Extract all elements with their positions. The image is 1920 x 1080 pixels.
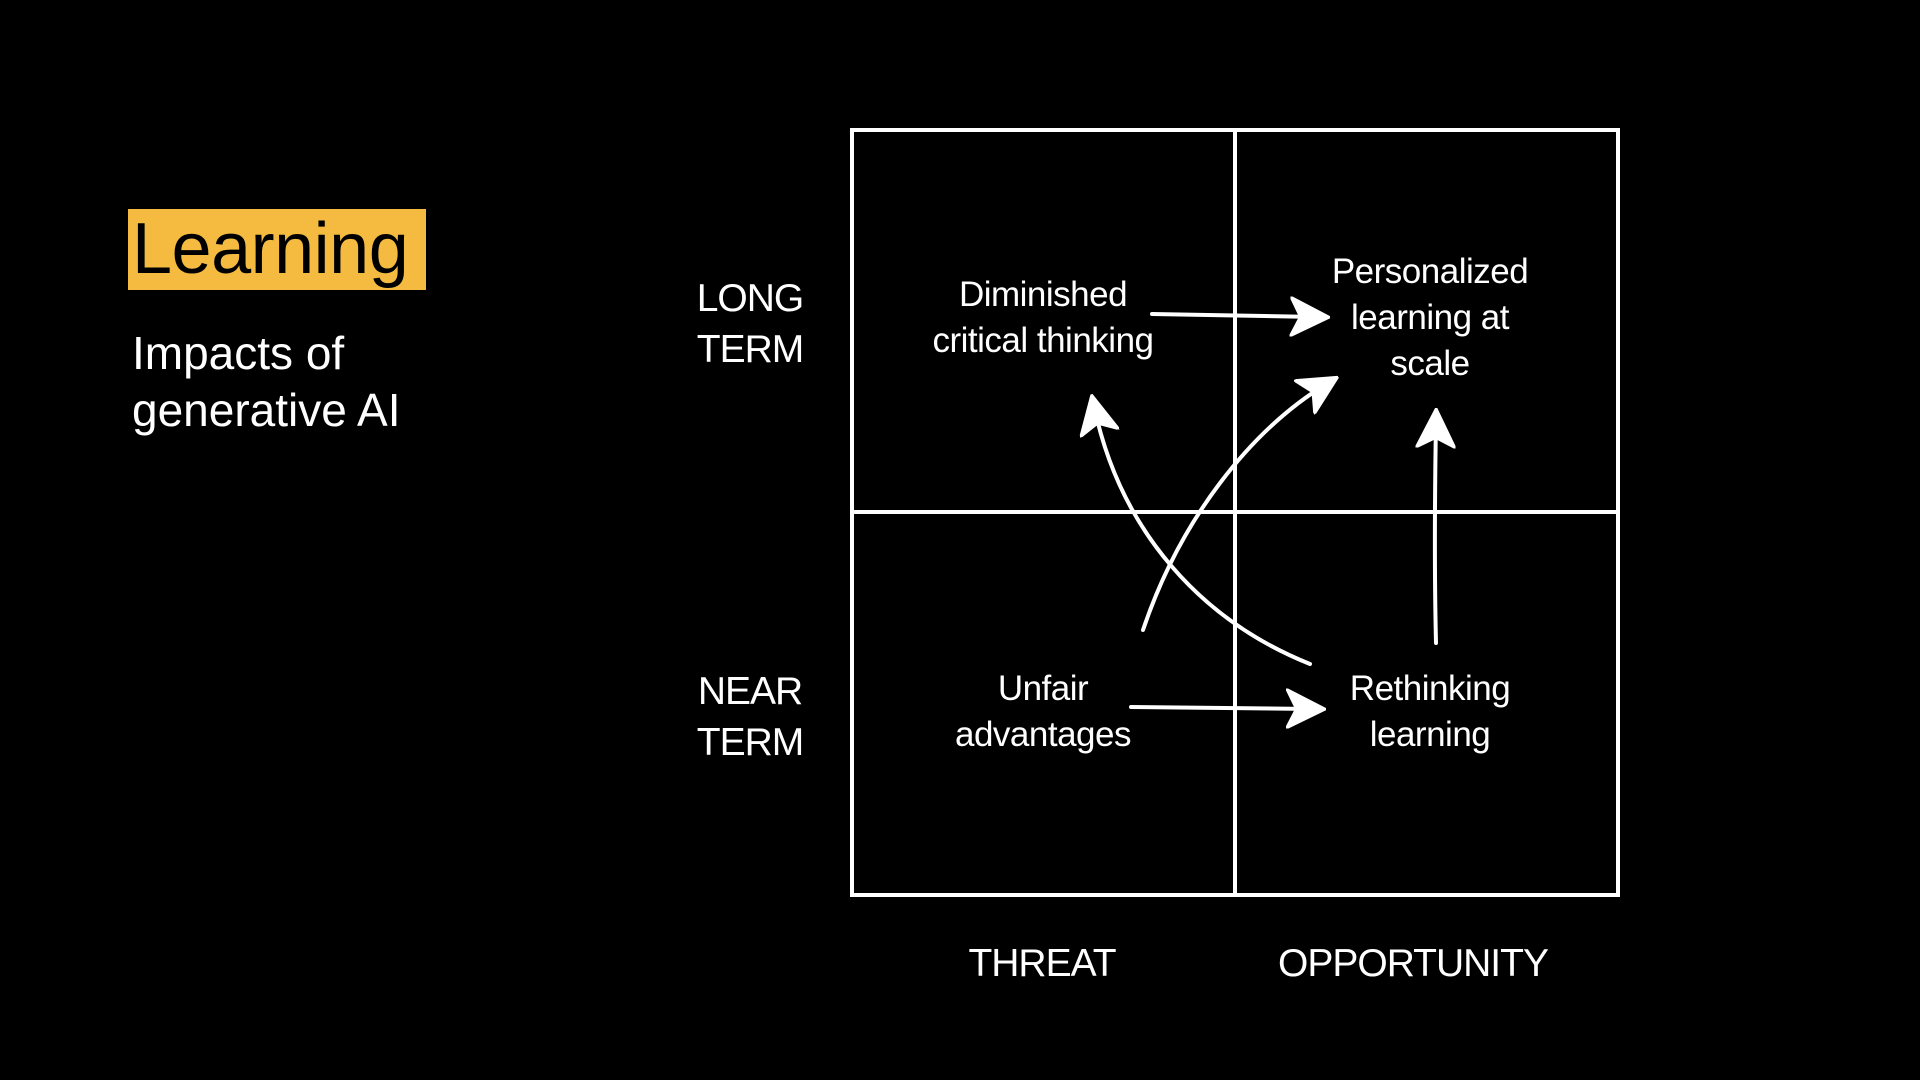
grid-border (850, 128, 1620, 897)
cell-line: Personalized (1331, 252, 1529, 291)
cell-near-threat: Unfair advantages (893, 666, 1193, 758)
row-label-line: TERM (696, 721, 805, 764)
cell-line: scale (1390, 344, 1470, 383)
row-label-long-term: LONG TERM (660, 273, 840, 375)
row-label-near-term: NEAR TERM (660, 666, 840, 768)
cell-line: learning (1369, 715, 1491, 754)
subtitle-line: Impacts of (132, 327, 345, 379)
cell-line: Rethinking (1349, 669, 1511, 708)
cell-line: Diminished (958, 275, 1128, 314)
arrow-rethinking-to-diminished (1094, 406, 1312, 666)
cell-near-opportunity: Rethinking learning (1280, 666, 1580, 758)
quadrant-grid (850, 128, 1620, 897)
row-label-line: LONG (696, 277, 805, 320)
arrow-rethinking-to-personalized (1435, 420, 1436, 645)
row-label-line: TERM (696, 328, 805, 371)
slide-subtitle: Impacts of generative AI (132, 325, 552, 439)
cell-long-opportunity: Personalized learning at scale (1280, 249, 1580, 387)
cell-line: Unfair (997, 669, 1089, 708)
cell-line: learning at (1351, 298, 1509, 337)
column-label-threat: THREAT (968, 942, 1116, 985)
column-label-opportunity: OPPORTUNITY (1278, 942, 1549, 985)
row-label-line: NEAR (697, 670, 803, 713)
cell-line: critical thinking (932, 321, 1154, 360)
subtitle-line: generative AI (132, 384, 401, 436)
cell-line: advantages (955, 715, 1131, 754)
arrow-unfair-to-personalized (1141, 383, 1328, 632)
slide-title: Learning (128, 209, 427, 290)
cell-long-threat: Diminished critical thinking (893, 272, 1193, 364)
